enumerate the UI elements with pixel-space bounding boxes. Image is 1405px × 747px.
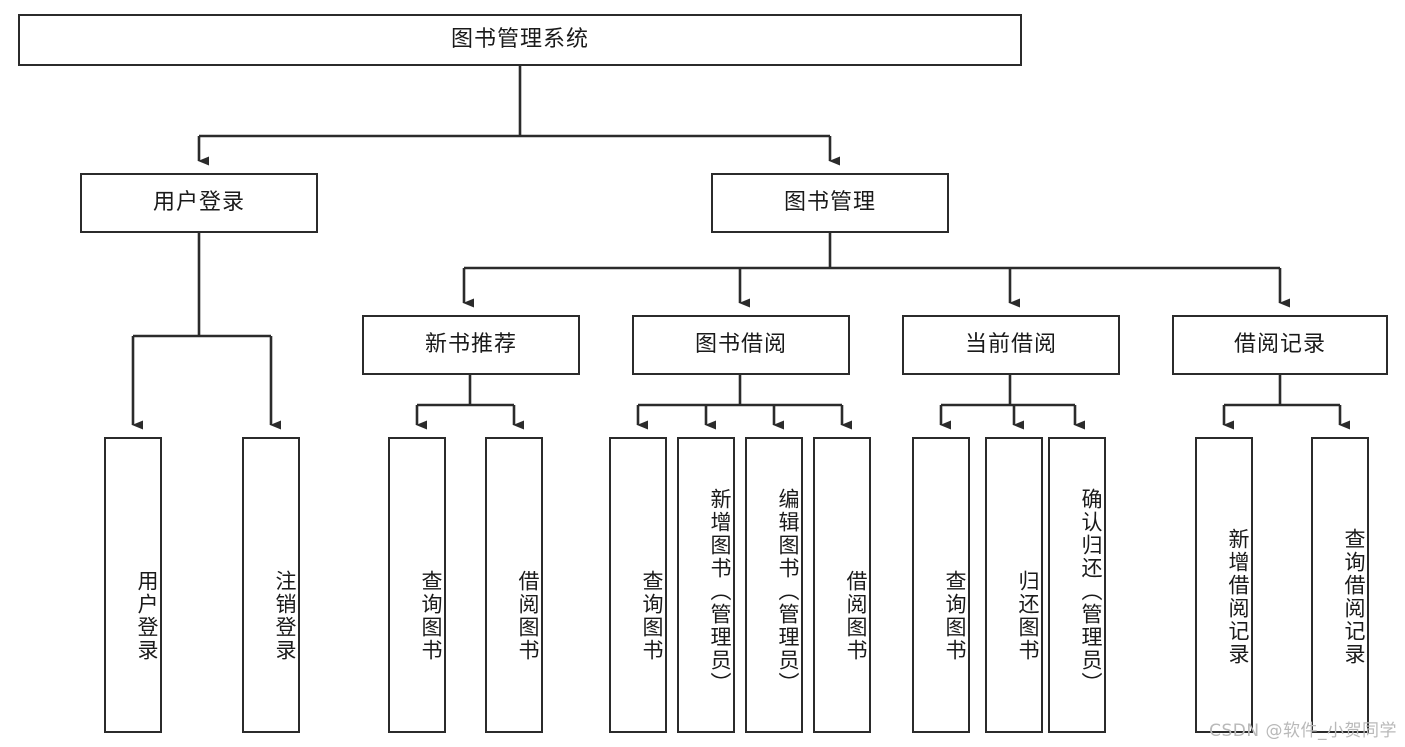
node-leaf-query-book-1-label: 查询图书 — [419, 570, 443, 662]
node-user-login[interactable]: 用户登录 — [80, 173, 318, 233]
node-current-borrow[interactable]: 当前借阅 — [902, 315, 1120, 375]
node-borrow-record-label: 借阅记录 — [1233, 331, 1326, 357]
node-leaf-add-book-label: 新增图书（管理员） — [708, 487, 732, 695]
node-leaf-query-book-3[interactable]: 查询图书 — [912, 437, 970, 733]
node-leaf-query-record[interactable]: 查询借阅记录 — [1311, 437, 1369, 733]
node-leaf-confirm-return-label: 确认归还（管理员） — [1079, 487, 1103, 695]
node-book-borrow-label: 图书借阅 — [694, 331, 787, 357]
node-new-book-recommend-label: 新书推荐 — [424, 331, 517, 357]
node-leaf-borrow-book-1-label: 借阅图书 — [516, 570, 540, 662]
node-root[interactable]: 图书管理系统 — [18, 14, 1022, 66]
node-leaf-edit-book[interactable]: 编辑图书（管理员） — [745, 437, 803, 733]
node-leaf-query-book-2[interactable]: 查询图书 — [609, 437, 667, 733]
node-borrow-record[interactable]: 借阅记录 — [1172, 315, 1388, 375]
node-book-manage-label: 图书管理 — [783, 189, 876, 215]
csdn-watermark: CSDN @软件_小贺同学 — [1209, 721, 1397, 741]
node-root-label: 图书管理系统 — [450, 26, 589, 52]
node-leaf-add-record-label: 新增借阅记录 — [1226, 528, 1250, 666]
node-leaf-return-book-label: 归还图书 — [1016, 570, 1040, 662]
node-leaf-user-login[interactable]: 用户登录 — [104, 437, 162, 733]
node-leaf-borrow-book-2[interactable]: 借阅图书 — [813, 437, 871, 733]
node-book-manage[interactable]: 图书管理 — [711, 173, 949, 233]
node-leaf-return-book[interactable]: 归还图书 — [985, 437, 1043, 733]
node-leaf-user-login-label: 用户登录 — [135, 570, 159, 662]
node-leaf-borrow-book-2-label: 借阅图书 — [844, 570, 868, 662]
node-leaf-add-book[interactable]: 新增图书（管理员） — [677, 437, 735, 733]
node-new-book-recommend[interactable]: 新书推荐 — [362, 315, 580, 375]
node-leaf-borrow-book-1[interactable]: 借阅图书 — [485, 437, 543, 733]
node-leaf-query-book-2-label: 查询图书 — [640, 570, 664, 662]
node-book-borrow[interactable]: 图书借阅 — [632, 315, 850, 375]
node-leaf-query-book-1[interactable]: 查询图书 — [388, 437, 446, 733]
node-leaf-edit-book-label: 编辑图书（管理员） — [776, 487, 800, 695]
node-leaf-query-book-3-label: 查询图书 — [943, 570, 967, 662]
node-leaf-query-record-label: 查询借阅记录 — [1342, 528, 1366, 666]
node-user-login-label: 用户登录 — [152, 189, 245, 215]
node-leaf-logout-login-label: 注销登录 — [273, 570, 297, 662]
node-leaf-add-record[interactable]: 新增借阅记录 — [1195, 437, 1253, 733]
node-leaf-logout-login[interactable]: 注销登录 — [242, 437, 300, 733]
node-leaf-confirm-return[interactable]: 确认归还（管理员） — [1048, 437, 1106, 733]
node-current-borrow-label: 当前借阅 — [964, 331, 1057, 357]
